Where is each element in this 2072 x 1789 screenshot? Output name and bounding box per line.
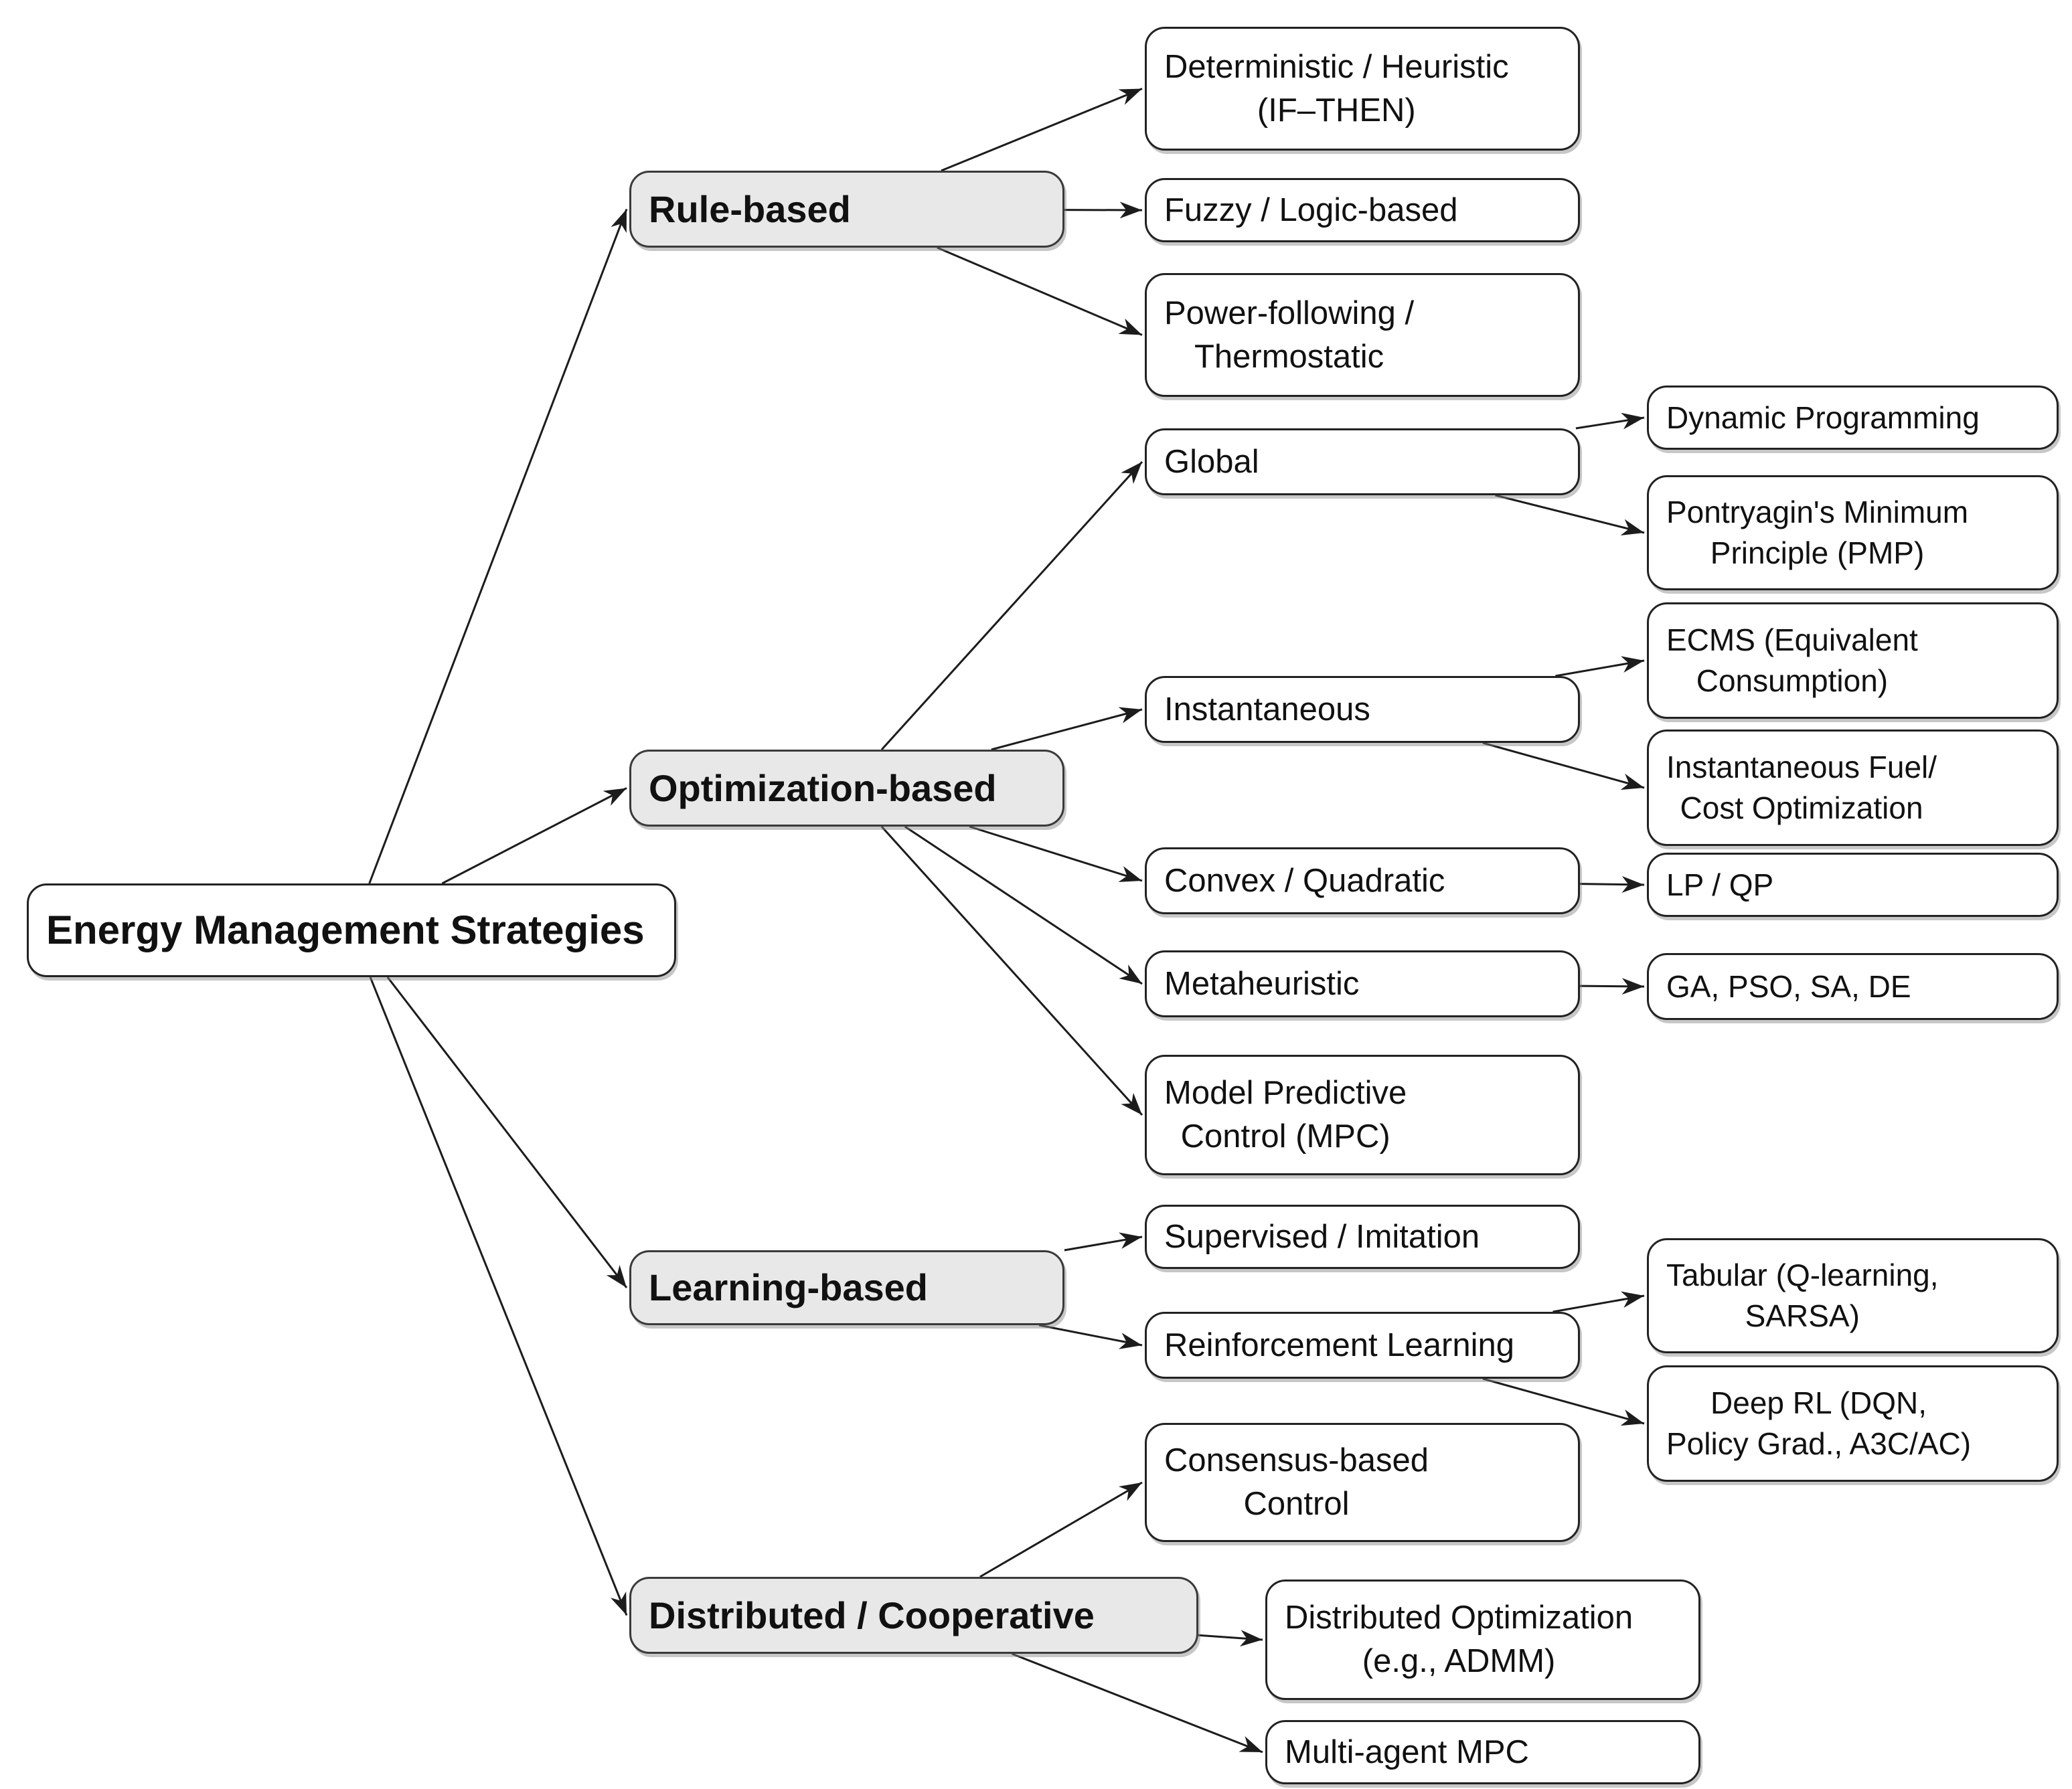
node-label: Power-following / Thermostatic	[1164, 294, 1415, 375]
edge-dist-mampc	[1011, 1652, 1263, 1754]
node-lp-qp: LP / QP	[1647, 853, 2059, 917]
node-pontryagin-minimum-principle: Pontryagin's Minimum Principle (PMP)	[1647, 475, 2059, 590]
node-global: Global	[1145, 428, 1580, 495]
edge-opt-global	[880, 460, 1143, 751]
node-label: Model Predictive Control (MPC)	[1164, 1075, 1407, 1155]
edge-rule-det	[941, 88, 1143, 172]
node-label: Optimization-based	[649, 766, 997, 809]
node-deterministic-heuristic: Deterministic / Heuristic (IF–THEN)	[1145, 27, 1580, 151]
node-label: Distributed Optimization (e.g., ADMM)	[1285, 1600, 1633, 1679]
node-label: Dynamic Programming	[1666, 400, 1980, 435]
node-rule-based: Rule-based	[629, 171, 1064, 248]
edge-root-learn	[386, 976, 628, 1288]
node-label: ECMS (Equivalent Consumption)	[1666, 622, 1918, 698]
node-label: Multi-agent MPC	[1285, 1733, 1529, 1770]
node-learning-based: Learning-based	[629, 1250, 1064, 1325]
node-instantaneous: Instantaneous	[1145, 676, 1580, 743]
node-label: Metaheuristic	[1164, 965, 1360, 1002]
node-label: Fuzzy / Logic-based	[1164, 191, 1458, 228]
node-distributed-optimization: Distributed Optimization (e.g., ADMM)	[1265, 1580, 1700, 1700]
node-label: Reinforcement Learning	[1164, 1327, 1514, 1363]
node-metaheuristic: Metaheuristic	[1145, 950, 1580, 1017]
edge-opt-mpc	[880, 825, 1143, 1116]
node-convex-quadratic: Convex / Quadratic	[1145, 847, 1580, 914]
node-label: Rule-based	[649, 187, 851, 230]
node-multi-agent-mpc: Multi-agent MPC	[1265, 1720, 1700, 1784]
node-instantaneous-fuel-cost-optimization: Instantaneous Fuel/ Cost Optimization	[1647, 730, 2059, 846]
node-deep-rl: Deep RL (DQN, Policy Grad., A3C/AC)	[1647, 1365, 2059, 1482]
edge-dist-consensus	[979, 1481, 1143, 1578]
edge-dist-distopt	[1198, 1630, 1263, 1647]
node-label: Instantaneous	[1164, 691, 1370, 728]
node-consensus-based-control: Consensus-based Control	[1145, 1423, 1580, 1542]
edge-global-pmp	[1495, 494, 1645, 535]
node-fuzzy-logic-based: Fuzzy / Logic-based	[1145, 178, 1580, 242]
node-reinforcement-learning: Reinforcement Learning	[1145, 1312, 1580, 1379]
edge-inst-instfuel	[1482, 742, 1645, 790]
edge-root-opt	[441, 787, 627, 885]
node-ecms: ECMS (Equivalent Consumption)	[1647, 602, 2059, 719]
edge-rl-tabular	[1552, 1291, 1645, 1313]
edge-root-dist	[369, 976, 628, 1616]
node-power-following-thermostatic: Power-following / Thermostatic	[1145, 273, 1580, 397]
node-supervised-imitation: Supervised / Imitation	[1145, 1205, 1580, 1269]
edge-opt-meta	[904, 825, 1143, 985]
node-label: Instantaneous Fuel/ Cost Optimization	[1666, 750, 1937, 825]
node-ga-pso-sa-de: GA, PSO, SA, DE	[1647, 953, 2059, 1020]
node-label: Pontryagin's Minimum Principle (PMP)	[1666, 495, 1969, 570]
node-label: LP / QP	[1666, 867, 1774, 902]
node-label: Convex / Quadratic	[1164, 862, 1445, 899]
edge-convex-lpqp	[1579, 876, 1645, 893]
node-label: GA, PSO, SA, DE	[1666, 968, 1911, 1004]
edge-inst-ecms	[1555, 656, 1645, 677]
edge-root-rule	[368, 208, 628, 884]
node-model-predictive-control: Model Predictive Control (MPC)	[1145, 1055, 1580, 1175]
node-label: Distributed / Cooperative	[649, 1594, 1095, 1636]
node-label: Deep RL (DQN, Policy Grad., A3C/AC)	[1666, 1385, 1972, 1461]
edge-global-dp	[1575, 412, 1645, 430]
node-tabular-q-learning-sarsa: Tabular (Q-learning, SARSA)	[1647, 1238, 2059, 1353]
node-label: Global	[1164, 443, 1259, 480]
node-label: Learning-based	[649, 1266, 928, 1309]
node-dynamic-programming: Dynamic Programming	[1647, 386, 2059, 450]
node-distributed-cooperative: Distributed / Cooperative	[629, 1577, 1198, 1654]
node-label: Deterministic / Heuristic (IF–THEN)	[1164, 48, 1509, 129]
edge-meta-ga	[1579, 978, 1645, 995]
edge-rule-power	[937, 246, 1143, 336]
node-label: Supervised / Imitation	[1164, 1218, 1480, 1255]
edge-opt-convex	[969, 825, 1143, 882]
node-optimization-based: Optimization-based	[629, 750, 1064, 827]
edge-opt-inst	[991, 707, 1143, 751]
node-label: Tabular (Q-learning, SARSA)	[1666, 1258, 1939, 1333]
edge-learn-rl	[1038, 1324, 1143, 1349]
edge-rl-deeprl	[1482, 1377, 1645, 1426]
node-label: Consensus-based Control	[1164, 1442, 1429, 1522]
node-energy-management-strategies: Energy Management Strategies	[27, 883, 676, 977]
edge-learn-supervised	[1064, 1232, 1143, 1252]
node-label: Energy Management Strategies	[46, 908, 645, 953]
